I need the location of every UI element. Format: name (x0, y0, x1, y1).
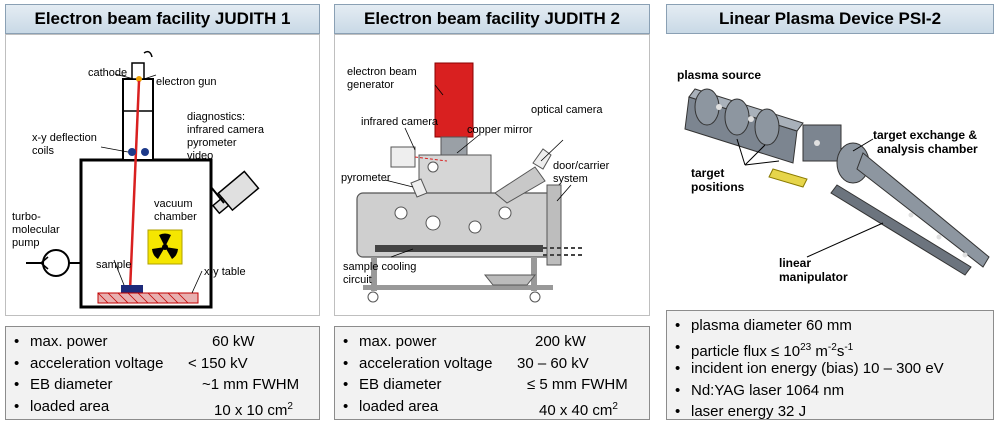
spec-item: plasma diameter 60 mm (673, 315, 987, 337)
label-sample-cooling: sample cooling (343, 261, 416, 273)
spec-item: incident ion energy (bias) 10 – 300 eV (673, 358, 987, 380)
label-door-carrier: door/carrier (553, 160, 610, 172)
label-xy-table: x-y table (204, 266, 246, 278)
judith2-schematic: electron beam generator infrared camera … (341, 62, 610, 303)
label-manipulator: manipulator (779, 270, 848, 284)
spec-item: particle flux ≤ 1023 m-2s-1 (673, 337, 987, 360)
label-cathode: cathode (88, 67, 127, 79)
plasma-device-body (684, 88, 990, 276)
label-optical-camera: optical camera (531, 104, 603, 116)
turbo-pump (42, 249, 70, 277)
label-pump: pump (12, 237, 40, 249)
vacuum-chamber-outline (79, 158, 213, 309)
label-generator: generator (347, 79, 394, 91)
label-sample: sample (96, 259, 131, 271)
label-vacuum: vacuum (154, 198, 193, 210)
label-pyrometer: pyrometer (341, 172, 391, 184)
psi2-diagram-panel: plasma source target exchange & analysis… (666, 34, 994, 306)
judith1-schematic: cathode electron gun diagnostics: infrar… (12, 50, 265, 309)
label-positions: positions (691, 180, 745, 194)
label-linear: linear (779, 256, 811, 270)
label-pyrometer: pyrometer (187, 137, 237, 149)
label-infrared-camera: infrared camera (361, 116, 439, 128)
radiation-warning-icon (147, 229, 183, 265)
label-electron-beam: electron beam (347, 66, 417, 78)
label-diagnostics: diagnostics: (187, 111, 245, 123)
panel-title-psi2: Linear Plasma Device PSI-2 (666, 4, 994, 34)
panel-title-judith1: Electron beam facility JUDITH 1 (5, 4, 320, 34)
label-plasma-source: plasma source (677, 68, 761, 82)
deflection-coil-left (128, 148, 136, 156)
label-chamber: chamber (154, 211, 197, 223)
label-video: video (187, 150, 213, 162)
panel-title-judith2: Electron beam facility JUDITH 2 (334, 4, 650, 34)
target-rail (768, 168, 808, 188)
infrared-camera-box (390, 146, 416, 168)
label-turbo: turbo- (12, 211, 41, 223)
label-electron-gun: electron gun (156, 76, 217, 88)
label-deflection-coils: x-y deflection (32, 132, 97, 144)
label-coils: coils (32, 145, 55, 157)
psi2-specs: plasma diameter 60 mm particle flux ≤ 10… (666, 310, 994, 423)
label-molecular: molecular (12, 224, 60, 236)
deflection-coil-right (141, 148, 149, 156)
spec-item: EB diameter≤ 5 mm FWHM (341, 374, 643, 396)
label-target: target (691, 166, 724, 180)
spec-item: acceleration voltage< 150 kV (12, 353, 313, 375)
label-infrared-camera: infrared camera (187, 124, 265, 136)
judith1-diagram-panel: cathode electron gun diagnostics: infrar… (5, 34, 320, 316)
sample (121, 285, 143, 293)
sample-holder (375, 245, 543, 252)
judith2-diagram-panel: electron beam generator infrared camera … (334, 34, 650, 316)
spec-item: laser energy 32 J (673, 401, 987, 423)
cathode-marker (136, 76, 142, 82)
label-system: system (553, 173, 588, 185)
label-copper-mirror: copper mirror (467, 124, 533, 136)
spec-item: EB diameter~1 mm FWHM (12, 374, 313, 396)
spec-item: Nd:YAG laser 1064 nm (673, 380, 987, 402)
electron-beam (128, 80, 141, 292)
label-circuit: circuit (343, 274, 372, 286)
psi2-schematic: plasma source target exchange & analysis… (677, 68, 990, 284)
label-analysis-chamber: analysis chamber (877, 142, 978, 156)
diagnostics-camera (211, 170, 260, 215)
label-target-exchange: target exchange & (873, 128, 977, 142)
